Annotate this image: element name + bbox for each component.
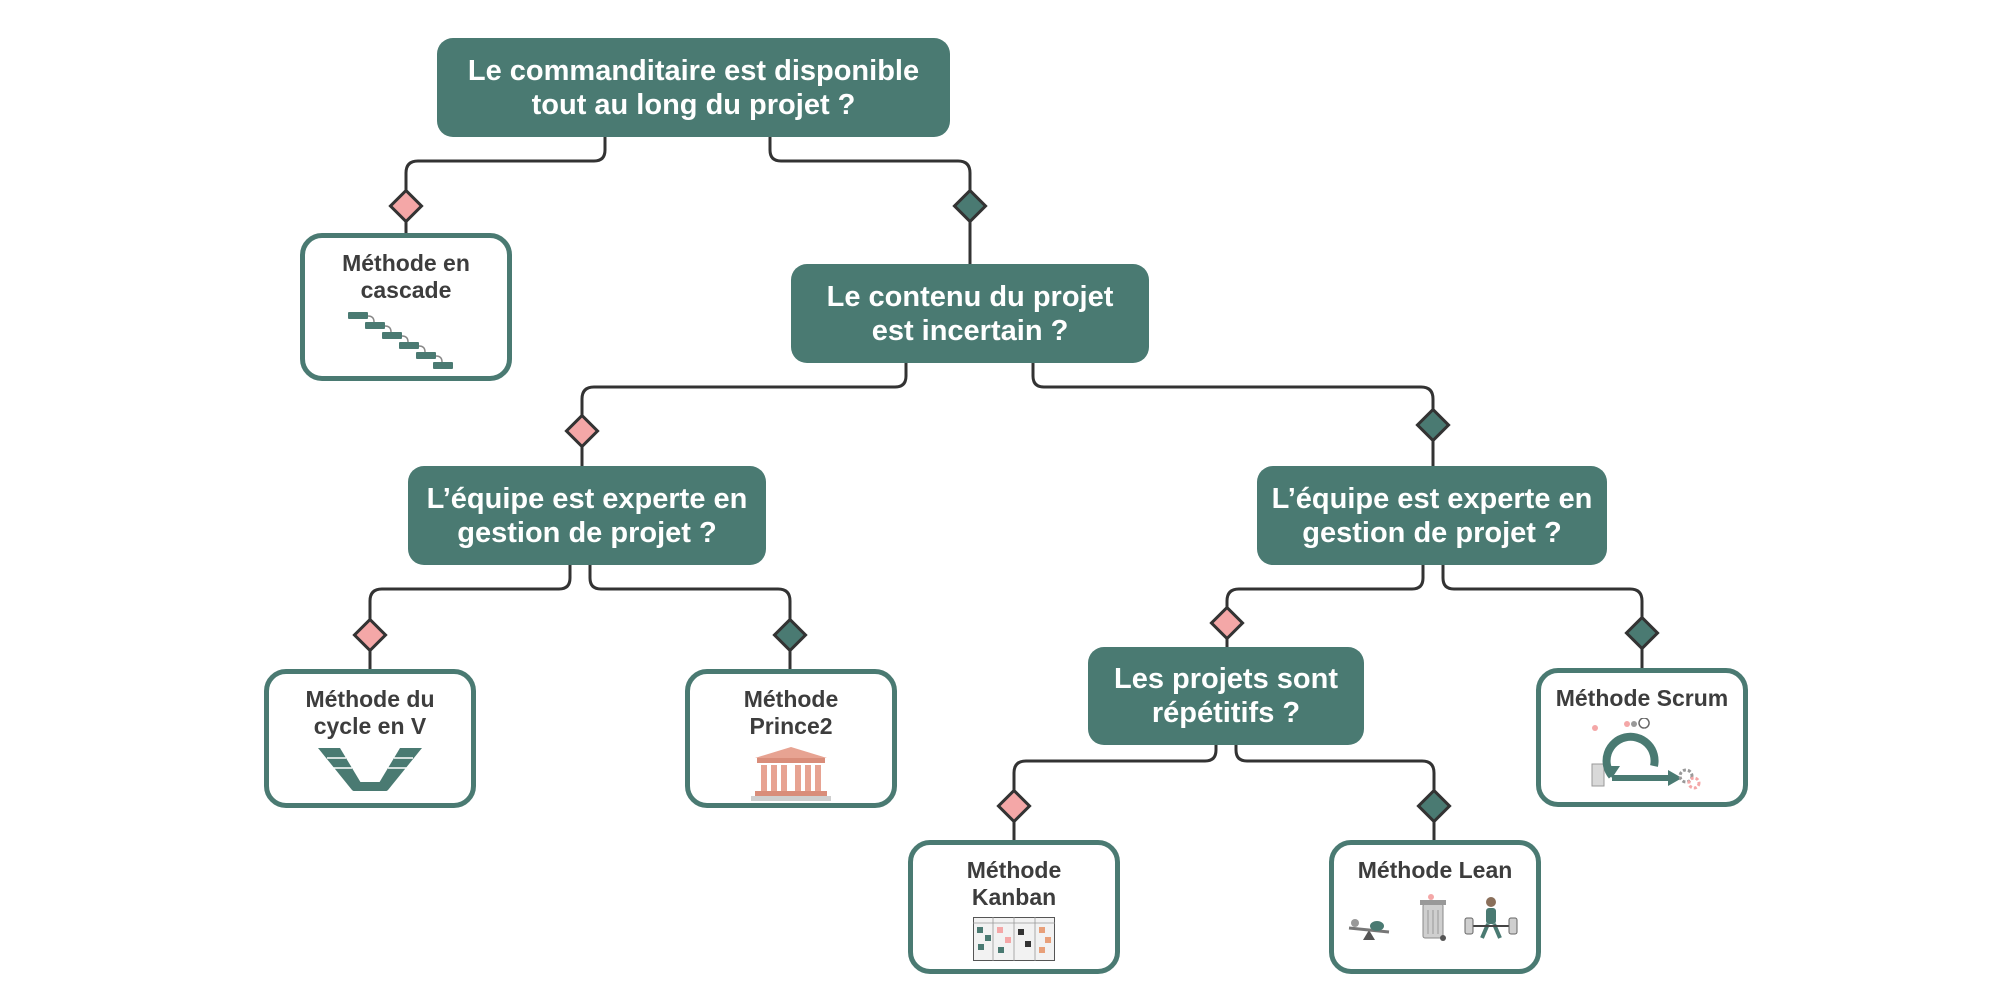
waterfall-stairs-icon [348, 312, 453, 369]
seesaw-icon [1348, 919, 1390, 940]
connector-content-no [580, 363, 908, 467]
connector-teamleft-yes [588, 565, 792, 669]
connector-sponsor-no [404, 137, 607, 236]
method-cycle-v-label: Méthode du cycle en V [305, 686, 435, 739]
method-scrum: Méthode Scrum [1536, 668, 1748, 807]
question-content-uncertain: Le contenu du projet est incertain ? [791, 264, 1149, 363]
question-projects-repetitive: Les projets sont répétitifs ? [1088, 647, 1364, 745]
scrum-sprint-cycle-icon [1591, 718, 1701, 790]
method-kanban-label: Méthode Kanban [966, 857, 1062, 910]
no-diamond [1209, 605, 1245, 641]
connector-content-yes [1031, 363, 1435, 467]
connector-teamleft-no [368, 565, 572, 669]
no-diamond [564, 413, 600, 449]
v-cycle-icon [318, 748, 422, 791]
yes-diamond [952, 188, 988, 224]
yes-diamond [1415, 407, 1451, 443]
method-cycle-v: Méthode du cycle en V [264, 669, 476, 808]
connector-teamright-no [1225, 565, 1425, 648]
method-cascade-label: Méthode en cascade [342, 250, 470, 303]
question-sponsor-available: Le commanditaire est disponible tout au … [437, 38, 950, 137]
method-lean-label: Méthode Lean [1357, 857, 1513, 883]
weightlifter-icon [1464, 897, 1518, 939]
kanban-board-icon [973, 917, 1055, 961]
method-prince2: Méthode Prince2 [685, 669, 897, 808]
method-cascade: Méthode en cascade [300, 233, 512, 381]
no-diamond [996, 788, 1032, 824]
no-diamond [352, 617, 388, 653]
method-prince2-label: Méthode Prince2 [743, 686, 839, 739]
method-kanban: Méthode Kanban [908, 840, 1120, 974]
connector-repetitive-no [1012, 745, 1218, 840]
yes-diamond [1624, 615, 1660, 651]
trash-bin-icon [1420, 894, 1446, 941]
method-scrum-label: Méthode Scrum [1555, 685, 1729, 711]
question-team-expert-left: L’équipe est experte en gestion de proje… [408, 466, 766, 565]
connector-sponsor-yes [768, 137, 972, 265]
lean-muda-mura-muri-icon [1348, 894, 1518, 941]
temple-columns-icon [751, 747, 831, 801]
question-team-expert-right: L’équipe est experte en gestion de proje… [1257, 466, 1607, 565]
no-diamond [388, 188, 424, 224]
yes-diamond [1416, 788, 1452, 824]
connector-teamright-yes [1441, 565, 1644, 669]
method-lean: Méthode Lean [1329, 840, 1541, 974]
connector-repetitive-yes [1234, 745, 1436, 840]
yes-diamond [772, 617, 808, 653]
